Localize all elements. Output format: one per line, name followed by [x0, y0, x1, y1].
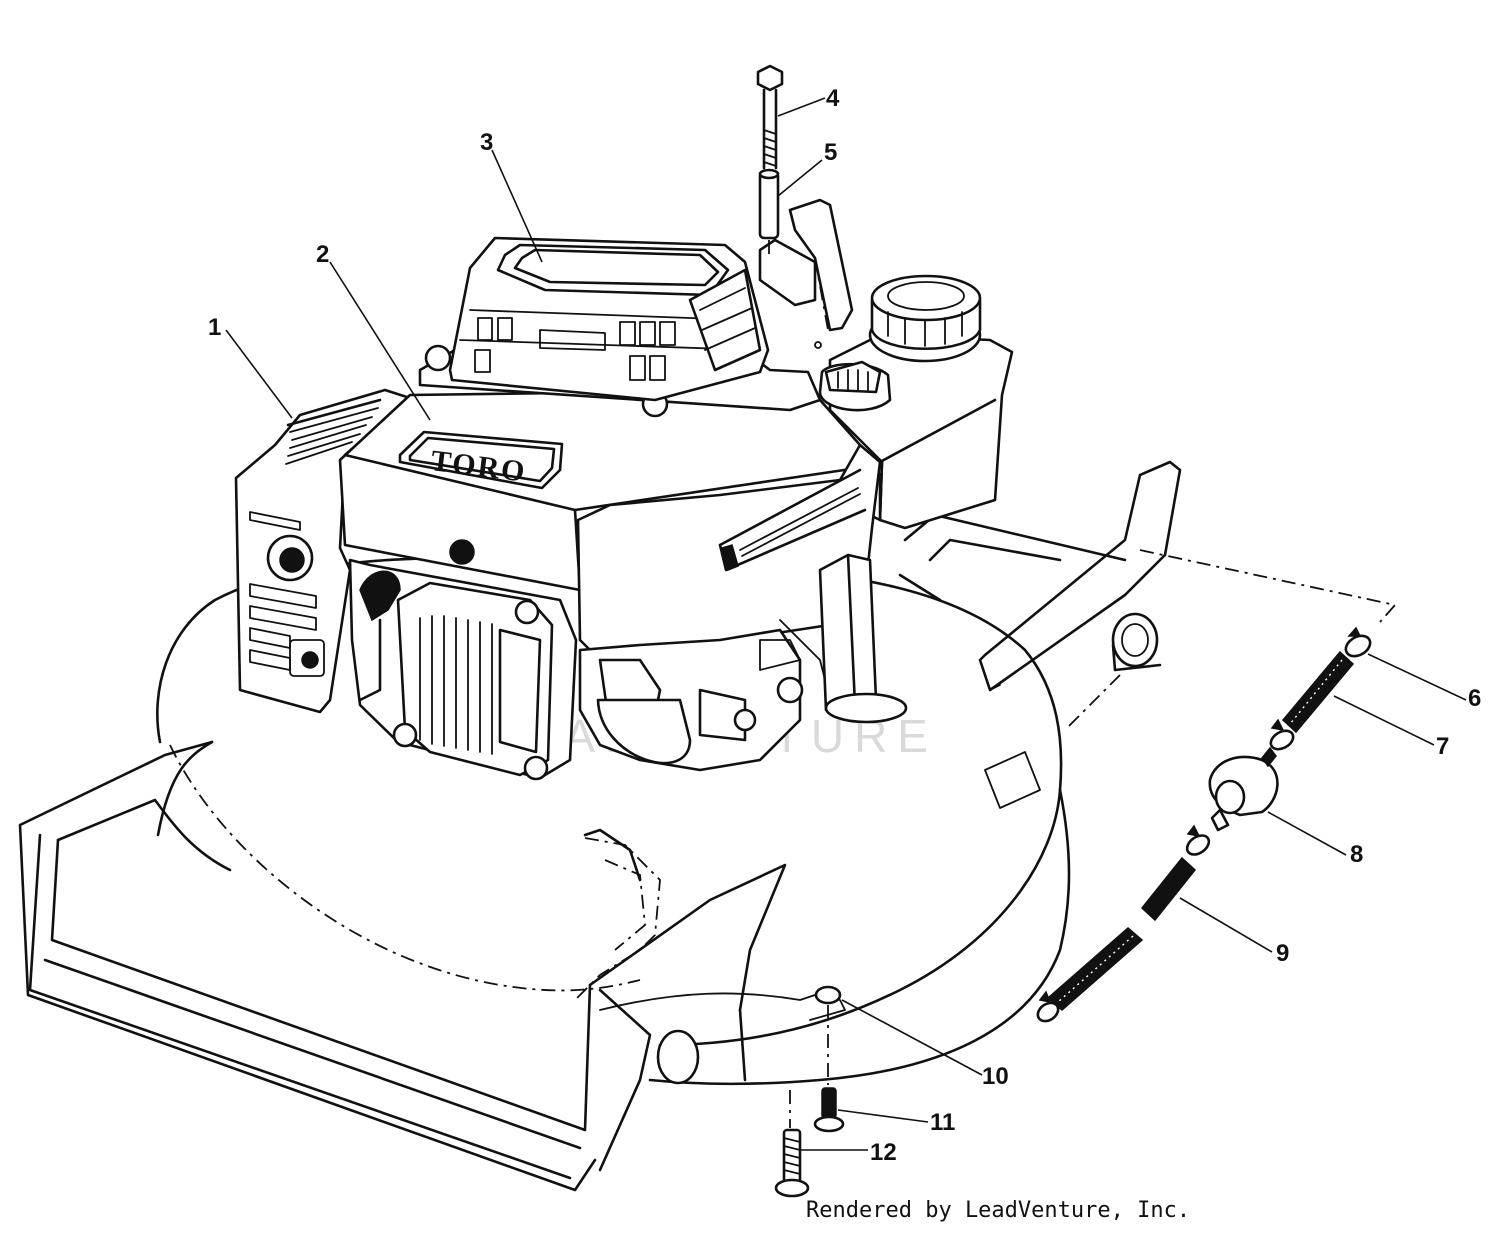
assembly-lines	[1064, 549, 1397, 731]
callout-10: 10	[982, 1063, 1009, 1090]
callout-5: 5	[824, 139, 837, 166]
callout-11: 11	[930, 1109, 955, 1136]
callout-1: 1	[208, 314, 221, 341]
callout-leaders	[225, 97, 1467, 1151]
callout-7: 7	[1436, 733, 1449, 760]
callout-6: 6	[1468, 685, 1481, 712]
callout-4: 4	[826, 85, 840, 112]
fuel-system-parts	[756, 64, 1372, 1198]
callout-3: 3	[480, 129, 493, 156]
callout-9: 9	[1276, 940, 1289, 967]
callout-12: 12	[870, 1139, 897, 1166]
callout-numbers: 1 2 3 4 5 6 7 8 9 10 11 12	[208, 85, 1481, 1166]
callout-8: 8	[1350, 841, 1363, 868]
callout-2: 2	[316, 241, 329, 268]
render-credit: Rendered by LeadVenture, Inc.	[806, 1198, 1191, 1223]
engine: TORO	[234, 236, 1014, 781]
mower-deck	[18, 460, 1182, 1192]
